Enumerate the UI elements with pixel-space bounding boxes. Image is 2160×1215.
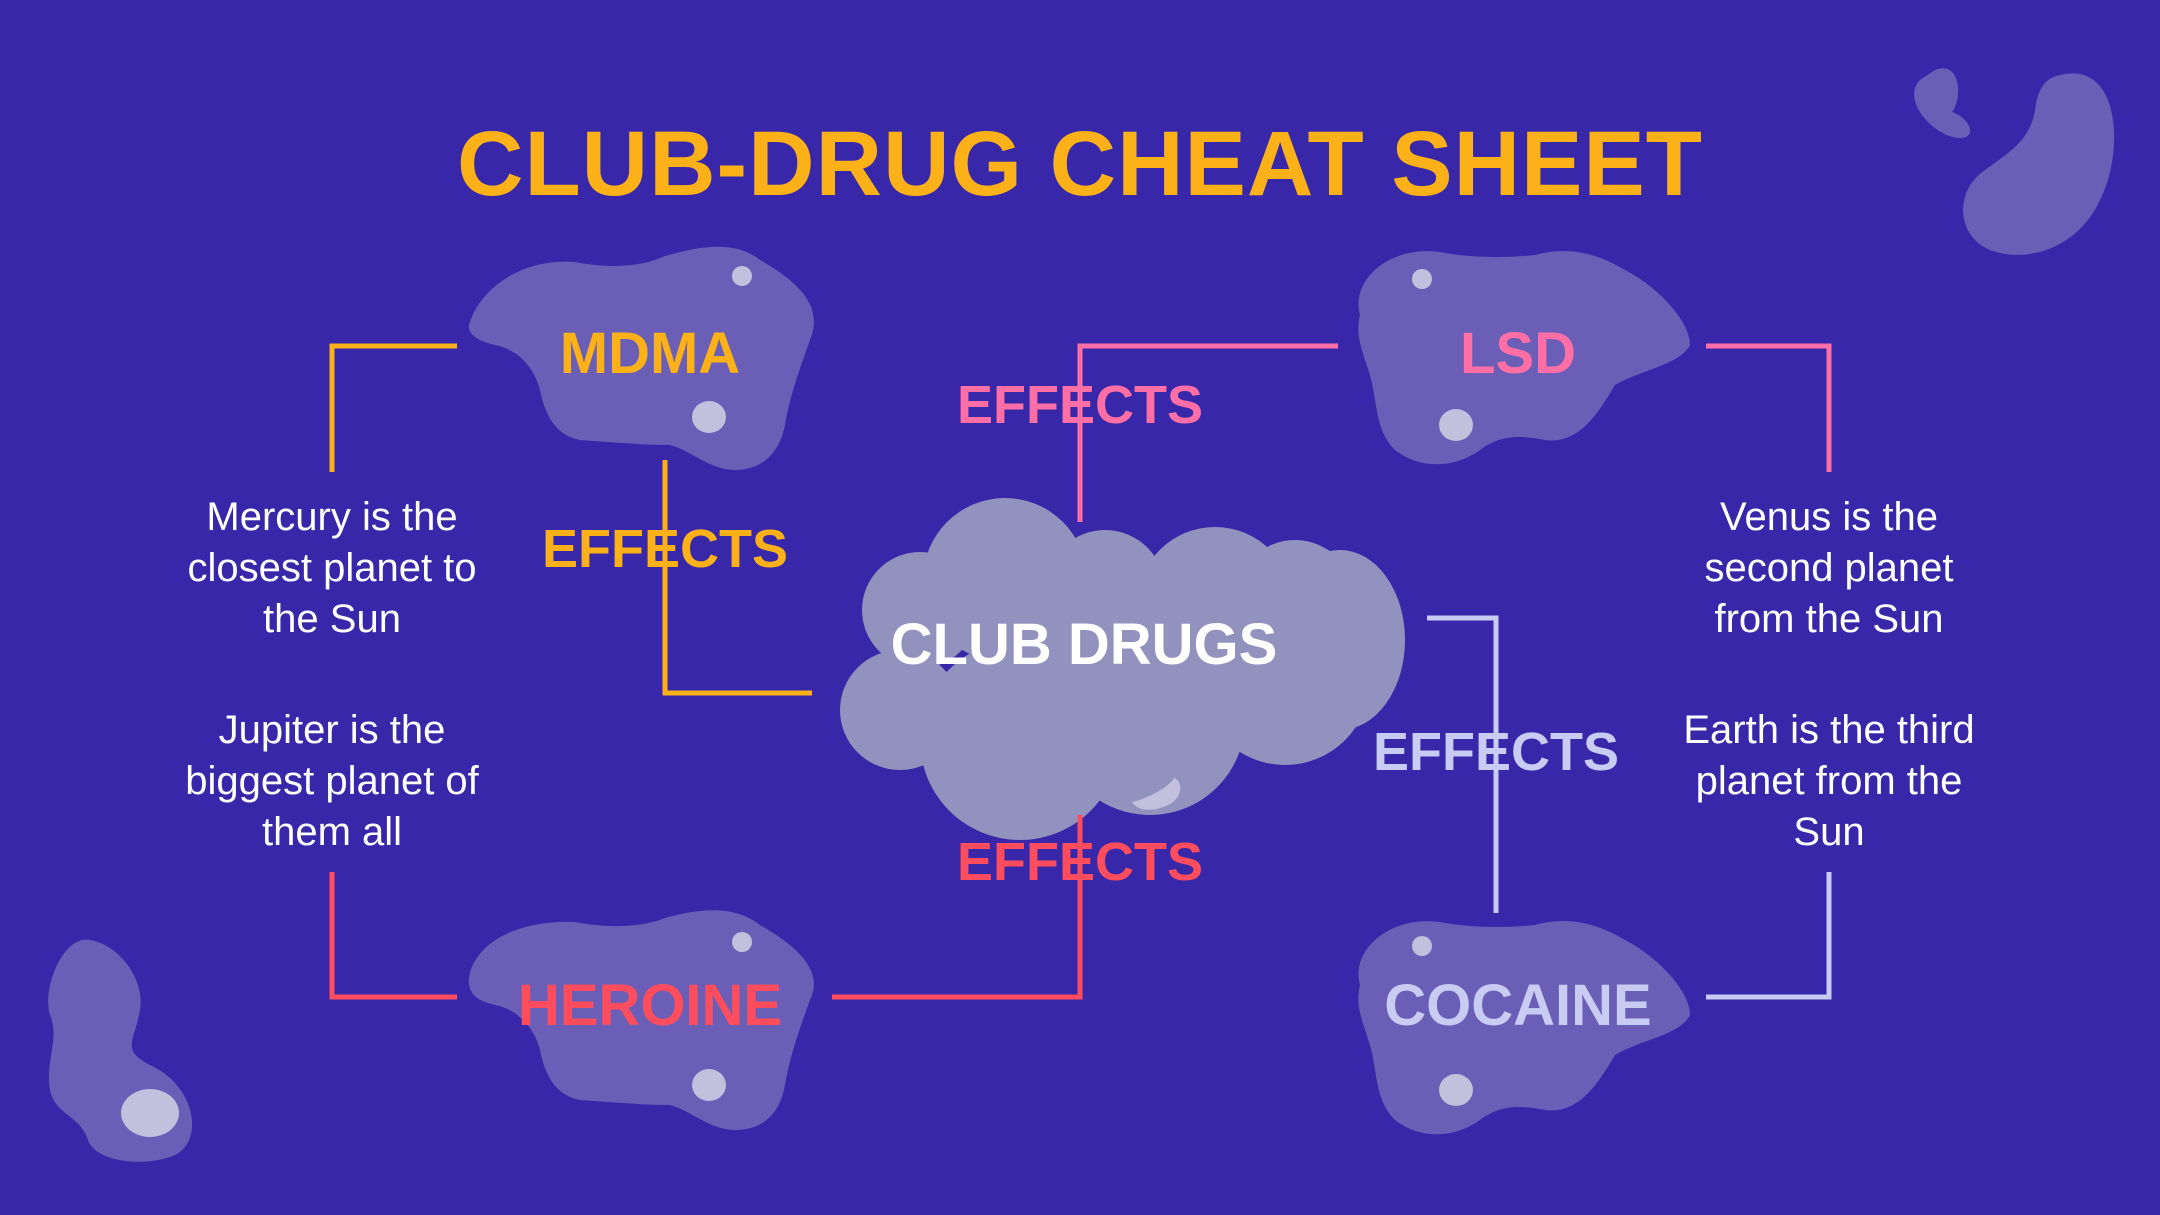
page-title: CLUB-DRUG CHEAT SHEET	[457, 113, 1703, 215]
drug-label-lsd: LSD	[1460, 321, 1576, 386]
drug-label-cocaine: COCAINE	[1384, 973, 1652, 1038]
connector-lsd-center	[1077, 343, 1338, 522]
connector-lsd-description	[1706, 343, 1832, 472]
connector-cocaine-description	[1706, 872, 1832, 1000]
effects-label-lsd: EFFECTS	[956, 375, 1203, 435]
connector-cocaine-center	[1427, 615, 1499, 913]
description-heroine: Jupiter is the biggest planet of them al…	[185, 708, 479, 854]
connectors	[329, 343, 1832, 1000]
description-mdma: Mercury is the closest planet to the Sun	[187, 495, 477, 641]
cloud-mdma	[468, 246, 814, 470]
effects-label-heroine: EFFECTS	[956, 832, 1203, 892]
connector-mdma-description	[329, 343, 457, 472]
cloud-heroine	[468, 910, 814, 1130]
effects-label-cocaine: EFFECTS	[1372, 722, 1619, 782]
connector-heroine-description	[329, 872, 457, 1000]
description-cocaine: Earth is the third planet from the Sun	[1683, 708, 1975, 854]
description-lsd: Venus is the second planet from the Sun	[1704, 495, 1954, 641]
cloud-club-drugs	[840, 498, 1405, 840]
drug-label-heroine: HEROINE	[517, 973, 783, 1038]
cloud-lsd	[1358, 250, 1690, 465]
drug-label-mdma: MDMA	[559, 321, 741, 386]
decorative-blob-bottom-left	[48, 939, 193, 1162]
decorative-blob-top-right	[1914, 68, 2115, 255]
effects-label-mdma: EFFECTS	[541, 519, 788, 579]
connector-heroine-center	[832, 815, 1083, 1000]
center-label: CLUB DRUGS	[890, 612, 1278, 677]
connector-mdma-center	[662, 460, 812, 696]
cloud-cocaine	[1358, 920, 1690, 1135]
